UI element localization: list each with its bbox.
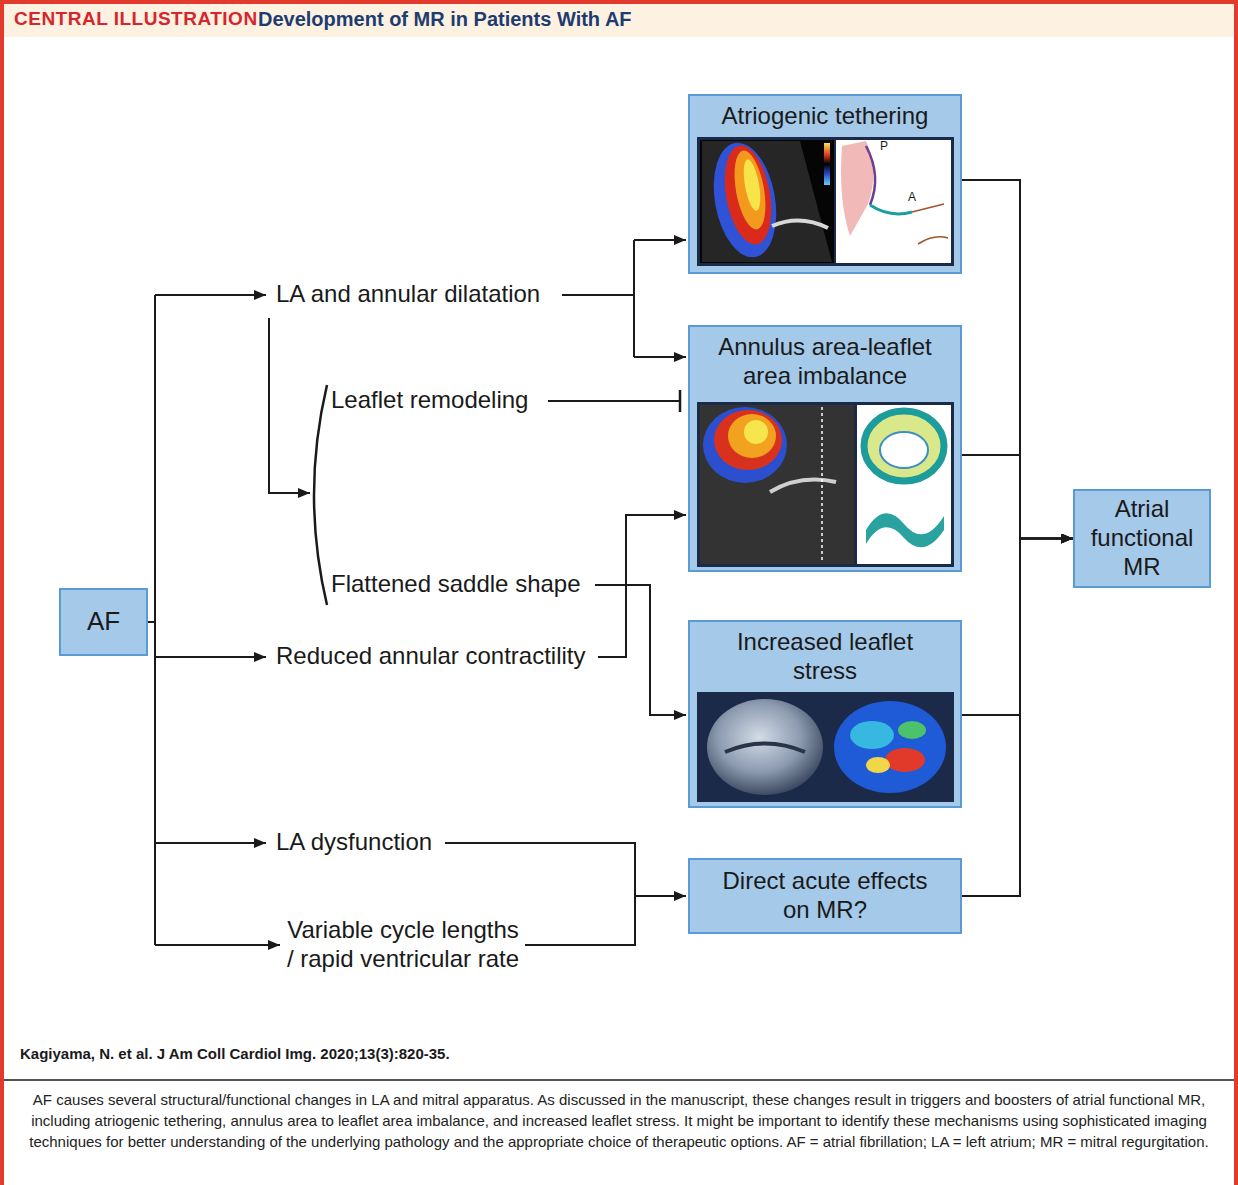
stress-map [834, 701, 946, 793]
saddle-shape [866, 513, 944, 547]
posterior-leaflet [866, 146, 875, 205]
atrial-wall [841, 141, 874, 236]
ventricle-wall [918, 237, 948, 244]
edge-group [962, 180, 1073, 896]
box-label: AF [87, 606, 120, 637]
connector-arrow [962, 455, 1073, 539]
connector-arrow [962, 539, 1073, 716]
flow-arrow [634, 356, 686, 358]
flow-arrow [595, 585, 686, 715]
mechanism-box: Direct acute effects on MR? [688, 858, 962, 934]
caption-rule [4, 1079, 1234, 1081]
mechanism-label: LA dysfunction [276, 828, 432, 857]
source-stub [148, 621, 155, 623]
citation: Kagiyama, N. et al. J Am Coll Cardiol Im… [20, 1045, 450, 1063]
connector-arrow [962, 180, 1073, 539]
figure-caption: AF causes several structural/functional … [22, 1089, 1216, 1152]
header-kicker: CENTRAL ILLUSTRATION [14, 8, 258, 31]
mechanism-label: Variable cycle lengths / rapid ventricul… [283, 916, 523, 974]
connector-arrow [962, 539, 1073, 897]
flow-arrow [155, 656, 266, 658]
color-scale [824, 143, 830, 185]
flow-arrow [598, 515, 686, 657]
model-ground [857, 405, 951, 564]
stress-patch [866, 757, 890, 773]
image-frame [697, 137, 954, 266]
drawing-letter: A [908, 190, 916, 204]
flow-line [525, 896, 635, 945]
flow-arrow [269, 318, 310, 493]
schematic-ground [836, 140, 951, 263]
echo-leaflet [772, 220, 828, 228]
mechanism-label: LA and annular dilatation [276, 280, 540, 309]
inhibit-bar [679, 390, 682, 412]
anterior-leaflet [870, 205, 912, 214]
static-lines [148, 240, 686, 945]
image-frame [697, 692, 954, 802]
flow-line [562, 294, 634, 296]
figure-title: Development of MR in Patients With AF [258, 8, 632, 30]
coaptation-line [725, 744, 805, 753]
mechanism-label: Flattened saddle shape [331, 570, 581, 599]
mechanism-label: Reduced annular contractility [276, 642, 586, 671]
source-box: AF [59, 588, 148, 656]
doppler-jet [744, 420, 768, 444]
doppler-jet [728, 414, 776, 458]
valve-orifice [880, 432, 928, 468]
box-label: Direct acute effects on MR? [710, 867, 940, 925]
box-label: Atriogenic tethering [722, 102, 929, 131]
echo-leaflet [770, 480, 836, 492]
image-frame [697, 402, 954, 567]
inhibit-line [548, 400, 680, 402]
echo-image [700, 405, 854, 564]
box-label: Atrial functional MR [1083, 495, 1201, 581]
source-bus [154, 295, 156, 945]
flow-arrow [445, 843, 686, 896]
flow-arrow [155, 842, 266, 844]
doppler-jet [703, 407, 787, 483]
outcome-box: Atrial functional MR [1073, 489, 1211, 588]
stress-patch [898, 721, 926, 739]
stress-patch [885, 748, 925, 772]
annulus-ring [864, 411, 944, 481]
flow-arrow [634, 239, 686, 241]
doppler-jet [718, 142, 779, 248]
bracket [314, 385, 327, 605]
box-label: Annulus area-leaflet area imbalance [704, 333, 946, 391]
mechanism-label: Leaflet remodeling [331, 386, 528, 415]
scan-line [821, 407, 823, 562]
valve-render [707, 699, 823, 795]
flow-line [633, 240, 635, 357]
drawing-letter: P [880, 139, 888, 153]
header-band [4, 4, 1234, 37]
doppler-jet [729, 148, 770, 232]
annulus-line [912, 204, 944, 212]
flow-arrow [155, 294, 266, 296]
stress-patch [850, 721, 894, 749]
flow-arrow [155, 944, 280, 946]
doppler-jet [741, 158, 764, 212]
doppler-jet [714, 410, 782, 470]
doppler-jet [705, 138, 784, 263]
box-label: Increased leaflet stress [704, 628, 946, 686]
